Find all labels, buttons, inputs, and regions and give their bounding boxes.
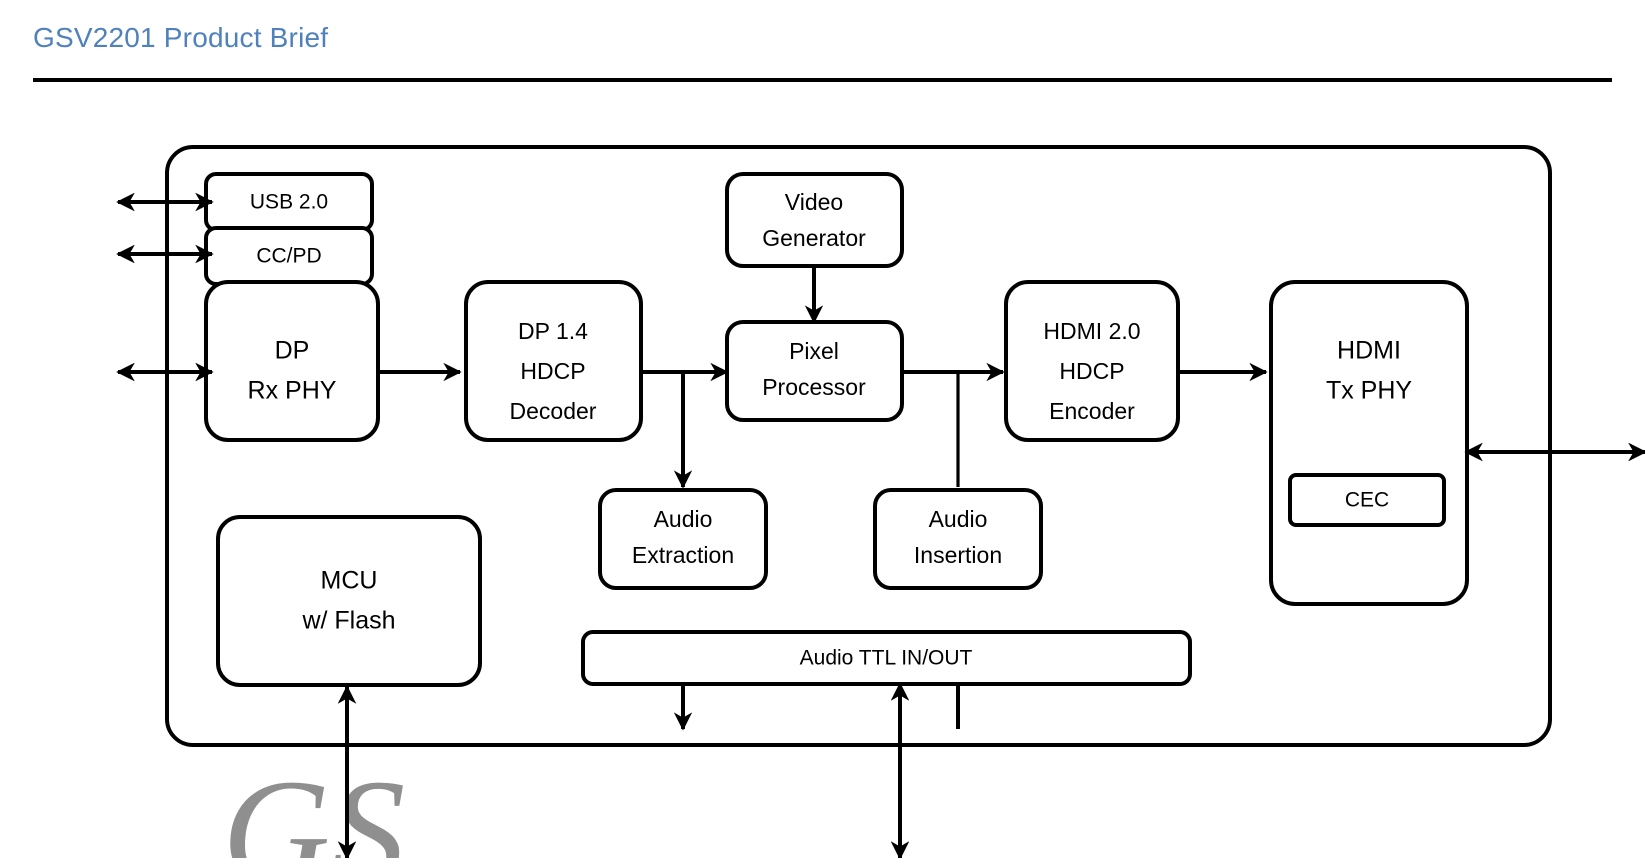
block-audio-insertion-label-2: Insertion [914, 542, 1002, 568]
watermark: GS [222, 749, 405, 858]
block-video-generator[interactable]: Video Generator [725, 172, 904, 268]
block-dp-rx-phy-label-1: DP [275, 337, 310, 365]
block-audio-ttl-in-out[interactable]: Audio TTL IN/OUT [581, 630, 1192, 686]
block-dp-rx-phy[interactable]: DP Rx PHY [204, 280, 380, 442]
block-audio-ttl-label: Audio TTL IN/OUT [800, 647, 973, 670]
block-video-generator-label-1: Video [785, 189, 843, 215]
block-hdmi-encoder-label-3: Encoder [1049, 398, 1135, 424]
block-hdmi-tx-phy-label-2: Tx PHY [1326, 377, 1412, 405]
block-mcu-label-1: MCU [321, 567, 378, 595]
block-dp-1-4-hdcp-decoder[interactable]: DP 1.4 HDCP Decoder [464, 280, 643, 442]
block-mcu-w-flash[interactable]: MCU w/ Flash [216, 515, 482, 687]
header-divider [33, 78, 1612, 82]
block-dp-decoder-label-2: HDCP [520, 358, 585, 384]
block-pixel-processor[interactable]: Pixel Processor [725, 320, 904, 422]
block-audio-extraction-label-2: Extraction [632, 542, 734, 568]
document-header: GSV2201 Product Brief [0, 0, 1645, 92]
watermark-text: GS [222, 749, 405, 858]
block-cc-pd-label: CC/PD [256, 245, 321, 268]
block-hdmi-tx-phy-label-1: HDMI [1337, 337, 1401, 365]
block-audio-insertion[interactable]: Audio Insertion [873, 488, 1043, 590]
block-dp-decoder-label-3: Decoder [510, 398, 597, 424]
block-dp-decoder-label-1: DP 1.4 [518, 318, 588, 344]
block-audio-extraction-label-1: Audio [654, 506, 713, 532]
block-audio-extraction[interactable]: Audio Extraction [598, 488, 768, 590]
block-diagram: GS [0, 92, 1645, 858]
page-title: GSV2201 Product Brief [33, 22, 329, 53]
block-hdmi-2-0-hdcp-encoder[interactable]: HDMI 2.0 HDCP Encoder [1004, 280, 1180, 442]
block-diagram-svg: GS [116, 145, 1645, 858]
block-audio-insertion-label-1: Audio [929, 506, 988, 532]
block-pixel-processor-label-2: Processor [762, 374, 866, 400]
block-cec[interactable]: CEC [1288, 473, 1446, 527]
block-cc-pd[interactable]: CC/PD [204, 226, 374, 286]
block-video-generator-label-2: Generator [762, 225, 866, 251]
wire-overlay-left [116, 192, 214, 382]
block-hdmi-encoder-label-2: HDCP [1059, 358, 1124, 384]
block-usb-2-0[interactable]: USB 2.0 [204, 172, 374, 232]
block-cec-label: CEC [1345, 489, 1389, 512]
block-hdmi-tx-phy[interactable]: HDMI Tx PHY CEC [1269, 280, 1469, 606]
wire-overlay-bottom [337, 682, 910, 858]
block-dp-rx-phy-label-2: Rx PHY [248, 377, 337, 405]
block-usb-2-0-label: USB 2.0 [250, 191, 328, 214]
block-hdmi-encoder-label-1: HDMI 2.0 [1043, 318, 1140, 344]
block-mcu-label-2: w/ Flash [301, 607, 395, 635]
block-pixel-processor-label-1: Pixel [789, 338, 839, 364]
